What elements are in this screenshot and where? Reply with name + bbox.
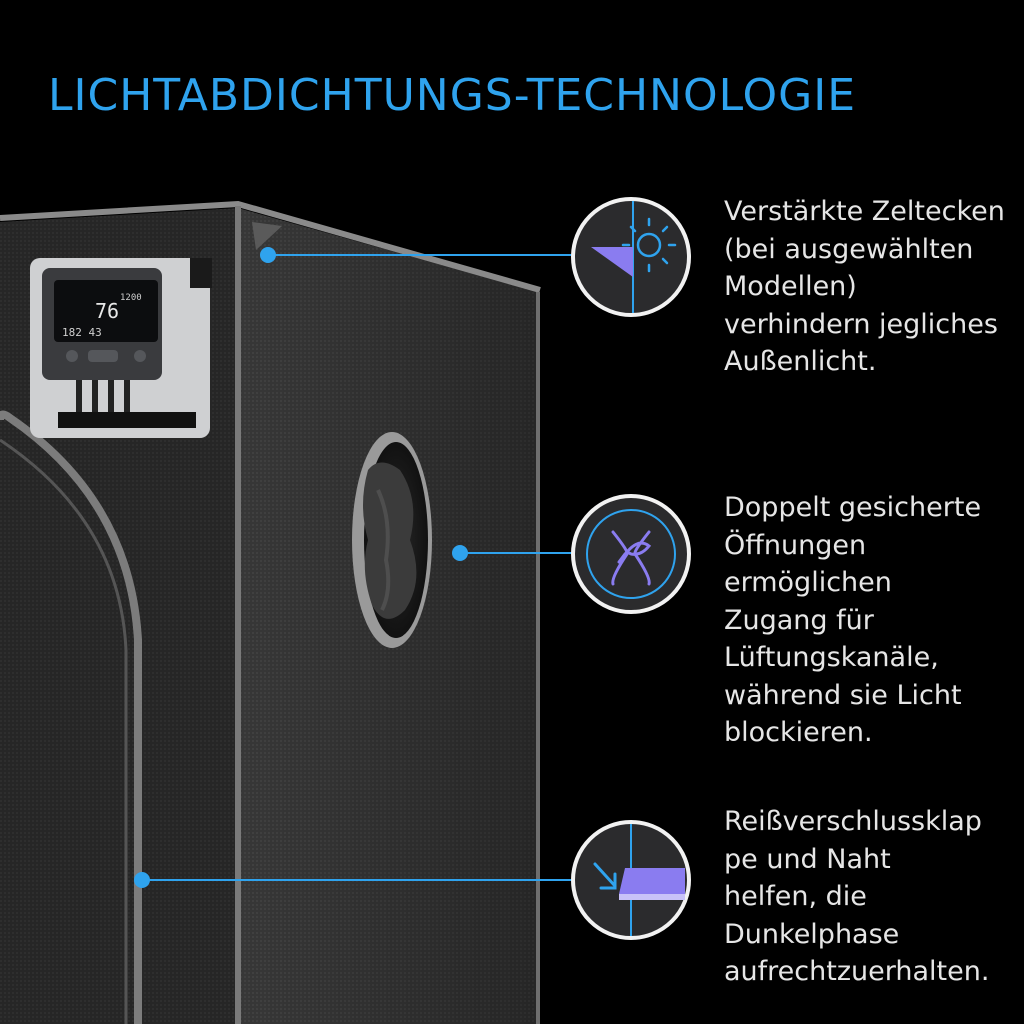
callout-text-openings: Doppelt gesicherte Öffnungen ermöglichen… xyxy=(724,492,982,748)
pointer-dot-1 xyxy=(260,247,276,263)
callout-text-corners: Verstärkte Zeltecken (bei ausgewählten M… xyxy=(724,196,1005,377)
pointer-dot-2 xyxy=(452,545,468,561)
svg-text:182 43: 182 43 xyxy=(62,326,102,339)
sun-corner-icon xyxy=(571,197,691,317)
climate-controller: 76 182 43 1200 xyxy=(30,258,212,438)
tied-duct-icon xyxy=(571,494,691,614)
tent-door-zipper xyxy=(0,410,142,1024)
tent-corner-reinforcement xyxy=(252,222,282,250)
pointer-dot-3 xyxy=(134,872,150,888)
svg-text:1200: 1200 xyxy=(120,293,142,303)
zipper-flap-icon xyxy=(571,820,691,940)
svg-text:76: 76 xyxy=(95,299,119,323)
callout-text-zipper: Reißverschlussklap pe und Naht helfen, d… xyxy=(724,806,990,987)
page-title: LICHTABDICHTUNGS-TECHNOLOGIE xyxy=(48,70,857,121)
